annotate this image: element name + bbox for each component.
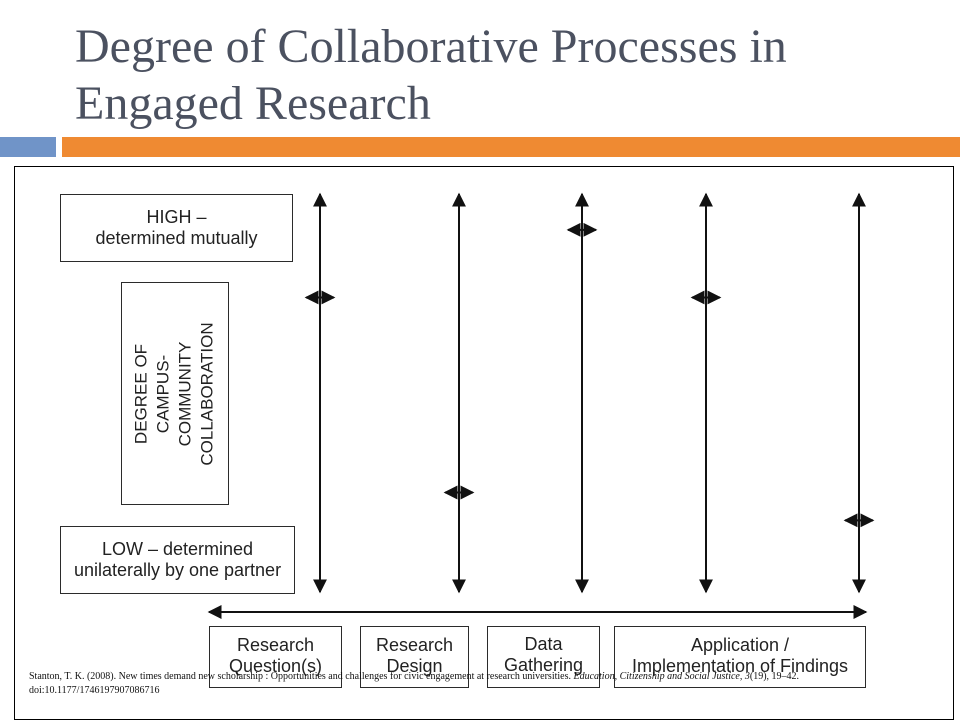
- citation-text: Stanton, T. K. (2008). New times demand …: [29, 671, 574, 682]
- slide-title: Degree of Collaborative Processes in Eng…: [75, 20, 787, 130]
- degree-label-box: DEGREE OF CAMPUS-COMMUNITY COLLABORATION: [121, 282, 229, 505]
- citation-journal: Education, Citizenship and Social Justic…: [573, 671, 750, 682]
- stage-box-data-gathering: Data Gathering: [487, 626, 600, 688]
- title-accent-bar-orange: [62, 137, 960, 157]
- stage-box-research-design: Research Design: [360, 626, 469, 688]
- citation: Stanton, T. K. (2008). New times demand …: [29, 670, 859, 698]
- stage-box-application: Application / Implementation of Findings: [614, 626, 866, 688]
- stage-box-research-questions: Research Question(s): [209, 626, 342, 688]
- high-label-box: HIGH – determined mutually: [60, 194, 293, 262]
- title-accent-bar-blue: [0, 137, 56, 157]
- low-label-box: LOW – determined unilaterally by one par…: [60, 526, 295, 594]
- citation-details: (19), 19–42. doi:10.1177/174619790708671…: [29, 671, 800, 696]
